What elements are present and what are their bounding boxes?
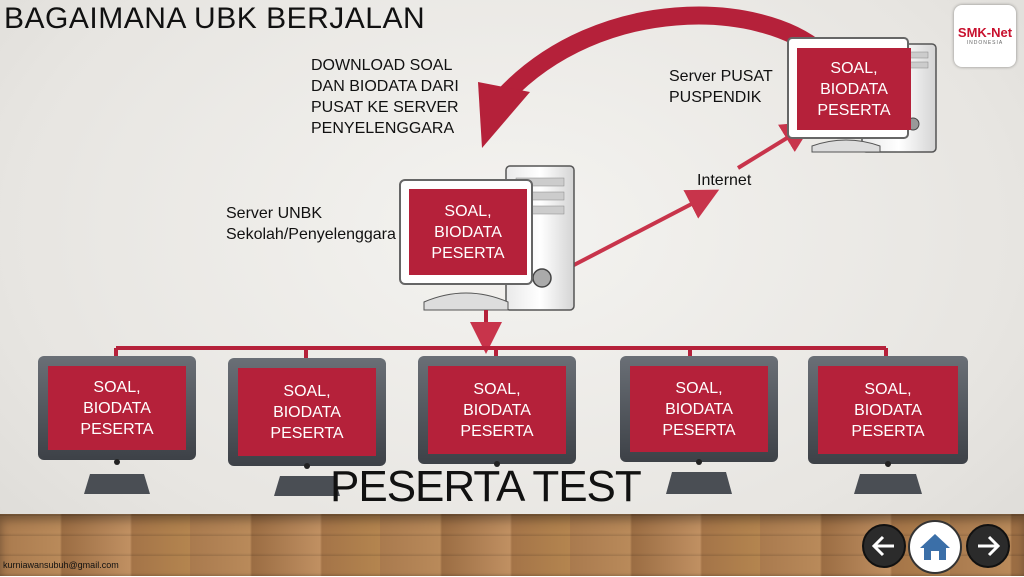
wood-floor: [0, 514, 1024, 576]
client-screen-2: SOAL, BIODATA PESERTA: [238, 368, 376, 456]
download-arrow-head: [478, 82, 530, 148]
internet-label: Internet: [697, 172, 752, 189]
next-slide-button[interactable]: [966, 524, 1010, 568]
client-screen-4: SOAL, BIODATA PESERTA: [630, 366, 768, 452]
client-screen-5: SOAL, BIODATA PESERTA: [818, 366, 958, 454]
peserta-test-label: PESERTA TEST: [330, 462, 642, 511]
footer-email: kurniawansubuh@gmail.com: [3, 560, 119, 570]
left-arrow-icon: [871, 535, 894, 557]
server-unbk-screen: SOAL, BIODATA PESERTA: [409, 189, 527, 275]
logo-text: SMK-Net: [957, 25, 1013, 40]
page-title: BAGAIMANA UBK BERJALAN: [4, 2, 426, 35]
home-button[interactable]: [908, 520, 962, 574]
server-unbk-label: Server UNBK Sekolah/Penyelenggara: [226, 205, 396, 243]
right-arrow-icon: [978, 535, 1001, 557]
prev-slide-button[interactable]: [862, 524, 906, 568]
logo-subtext: INDONESIA: [966, 40, 1004, 46]
download-note: DOWNLOAD SOAL DAN BIODATA DARI PUSAT KE …: [311, 57, 459, 137]
server-pusat-label: Server PUSAT PUSPENDIK: [669, 68, 773, 106]
download-curve-arrow: [498, 6, 826, 102]
server-pusat-screen: SOAL, BIODATA PESERTA: [797, 48, 911, 130]
client-screen-3: SOAL, BIODATA PESERTA: [428, 366, 566, 454]
client-screen-1: SOAL, BIODATA PESERTA: [48, 366, 186, 450]
smk-net-logo: SMK-Net INDONESIA: [954, 5, 1016, 67]
home-icon: [920, 534, 950, 560]
internet-arrow-from-unbk: [571, 189, 720, 268]
